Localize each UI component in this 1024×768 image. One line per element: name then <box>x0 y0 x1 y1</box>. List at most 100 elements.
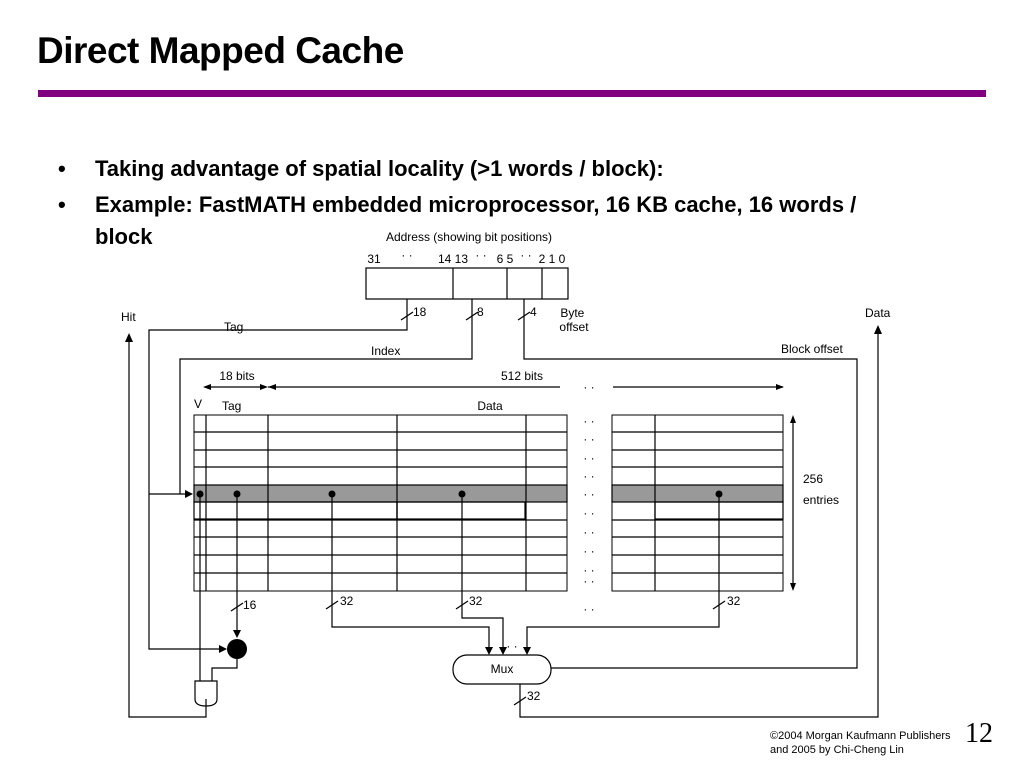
width-slash <box>230 602 244 612</box>
comparator <box>227 639 247 659</box>
bit-dots-a: · · <box>401 248 412 262</box>
hit-label: Hit <box>121 310 136 324</box>
output-width-label: 32 <box>527 689 541 703</box>
block-offset-wire <box>523 299 858 669</box>
bit-label-14-13: 14 13 <box>438 252 468 266</box>
column-tag-label: Tag <box>222 399 241 413</box>
address-title: Address (showing bit positions) <box>386 230 552 244</box>
selected-row <box>193 484 568 503</box>
and-gate <box>194 680 218 707</box>
svg-text:· ·: · · <box>583 469 594 483</box>
svg-text:· ·: · · <box>583 380 594 394</box>
width-slash <box>465 311 479 321</box>
arrowhead <box>203 384 211 390</box>
bit-dots-c: · · <box>520 248 531 262</box>
ellipsis-column: · · · · · · · · · · · · · · · · · · · · … <box>506 380 594 653</box>
arrowhead <box>485 647 493 655</box>
svg-text:· ·: · · <box>583 525 594 539</box>
svg-text:· ·: · · <box>506 639 517 653</box>
word-width-label: 32 <box>727 594 741 608</box>
index-wire <box>179 299 473 494</box>
column-data-label: Data <box>477 399 503 413</box>
compare-width-label: 16 <box>243 598 257 612</box>
block-offset-label: Block offset <box>781 342 843 356</box>
column-v-label: V <box>194 397 202 411</box>
bullet-list: Taking advantage of spatial locality (>1… <box>58 153 918 257</box>
width-slash <box>517 311 531 321</box>
arrowhead <box>219 645 227 653</box>
copyright-footer: ©2004 Morgan Kaufmann Publishers and 200… <box>770 729 951 757</box>
byte-offset-line: offset <box>559 320 589 334</box>
svg-text:· ·: · · <box>583 506 594 520</box>
arrowhead <box>790 415 796 423</box>
title-underline <box>38 90 986 97</box>
cache-table-right <box>611 414 784 592</box>
index-width-label: 8 <box>477 305 484 319</box>
svg-text:· ·: · · <box>583 414 594 428</box>
svg-text:· ·: · · <box>583 563 594 577</box>
tag-wire <box>148 299 408 495</box>
mux <box>452 654 552 685</box>
index-label: Index <box>371 344 400 358</box>
address-tag-wire <box>148 494 223 650</box>
arrowhead <box>233 630 241 638</box>
bullet-item: Taking advantage of spatial locality (>1… <box>58 153 918 185</box>
svg-text:· ·: · · <box>583 602 594 616</box>
arrowhead <box>499 647 507 655</box>
svg-text:· ·: · · <box>583 574 594 588</box>
tag-label: Tag <box>224 320 243 334</box>
tag-width-label: 18 <box>413 305 427 319</box>
arrowhead <box>790 583 796 591</box>
svg-text:· ·: · · <box>583 451 594 465</box>
mux-label: Mux <box>491 662 514 676</box>
word-wire <box>461 494 504 650</box>
page-number: 12 <box>965 718 993 749</box>
compare-result-wire <box>211 659 238 681</box>
tag-wire-arrowhead <box>185 490 193 498</box>
word-width-label: 32 <box>469 594 483 608</box>
width-slash <box>400 311 414 321</box>
data-out-label: Data <box>865 306 891 320</box>
svg-text:· ·: · · <box>583 544 594 558</box>
cache-table-left <box>193 414 568 592</box>
comparator-symbol: = <box>233 642 240 656</box>
entries-count: 256 <box>803 472 823 486</box>
bit-label-31: 31 <box>367 252 381 266</box>
word-wire <box>331 494 490 650</box>
bullet-item: Example: FastMATH embedded microprocesso… <box>58 189 918 253</box>
word-wire <box>526 494 720 650</box>
footer-line: ©2004 Morgan Kaufmann Publishers <box>770 730 951 742</box>
data-out-wire <box>519 330 879 718</box>
bit-dots-b: · · <box>475 248 486 262</box>
footer-line: and 2005 by Chi-Cheng Lin <box>770 744 904 756</box>
byte-offset-label: Byte offset <box>559 306 589 334</box>
data-out-arrowhead <box>874 325 882 334</box>
arrowhead <box>260 384 268 390</box>
arrowhead <box>523 647 531 655</box>
cache-table <box>193 414 784 592</box>
bit-label-6-5: 6 5 <box>497 252 514 266</box>
address-register <box>365 267 569 300</box>
selected-row <box>611 484 784 503</box>
svg-text:· ·: · · <box>583 487 594 501</box>
arrowhead <box>776 384 784 390</box>
table-row-lines <box>194 431 783 574</box>
arrowhead <box>268 384 276 390</box>
offset-width-label: 4 <box>530 305 537 319</box>
svg-text:· ·: · · <box>583 432 594 446</box>
data-bits-label: 512 bits <box>501 369 543 383</box>
hit-wire <box>128 338 207 718</box>
tag-bits-label: 18 bits <box>219 369 254 383</box>
word-width-label: 32 <box>340 594 354 608</box>
slide-title: Direct Mapped Cache <box>37 30 404 71</box>
width-slash <box>712 600 726 610</box>
bit-label-2-1-0: 2 1 0 <box>539 252 566 266</box>
width-slash <box>325 600 339 610</box>
hit-arrowhead <box>125 333 133 342</box>
word-boxes <box>193 501 784 520</box>
width-slash <box>455 600 469 610</box>
byte-offset-line: Byte <box>560 306 584 320</box>
entries-label: entries <box>803 493 839 507</box>
width-slash <box>513 696 527 706</box>
